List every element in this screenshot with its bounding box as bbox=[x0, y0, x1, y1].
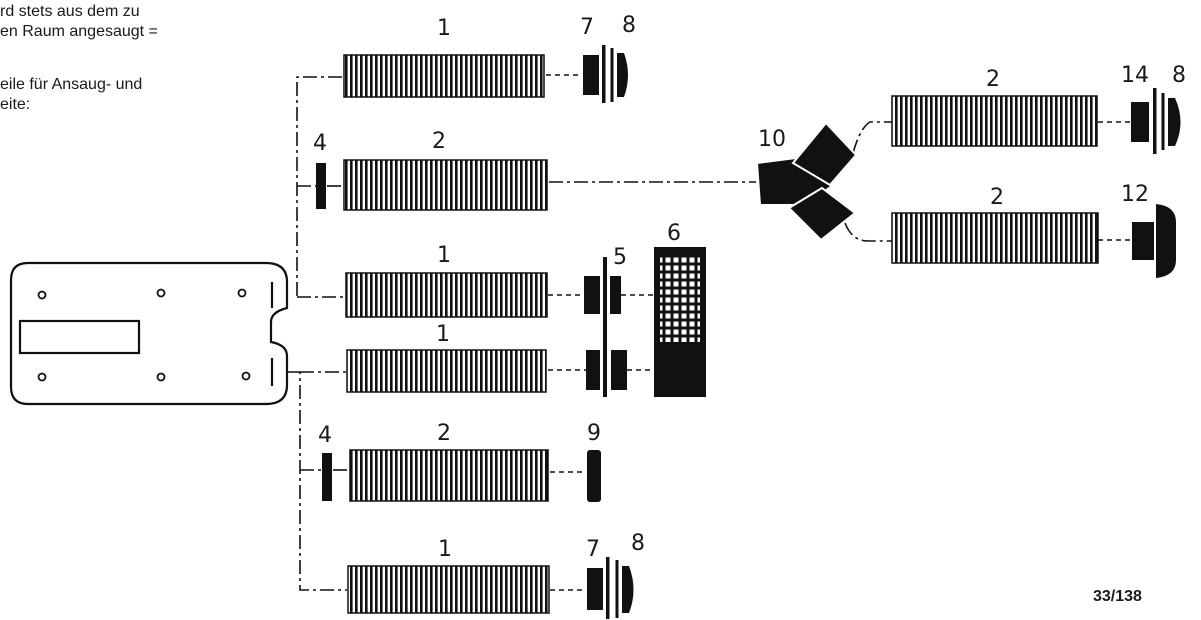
intro-line-2: en Raum angesaugt = bbox=[0, 23, 158, 40]
cap-12 bbox=[1132, 204, 1176, 278]
connector-5 bbox=[584, 257, 627, 397]
label-cap-12: 12 bbox=[1121, 182, 1149, 207]
cap-7-upper bbox=[583, 45, 606, 103]
figure-reference: 33/138 bbox=[1093, 588, 1142, 605]
label-hose-lower-2: 2 bbox=[437, 421, 451, 446]
hose-lower-2 bbox=[349, 449, 549, 502]
intro-line-3: eile für Ansaug- und bbox=[0, 76, 143, 93]
plug-8-lower bbox=[615, 560, 634, 618]
hose-upper-1 bbox=[343, 54, 545, 98]
reducer-4-upper bbox=[316, 163, 326, 209]
y-piece-10 bbox=[755, 121, 858, 242]
label-nozzle-6: 6 bbox=[667, 221, 681, 246]
label-hose-right-2b: 2 bbox=[990, 185, 1004, 210]
label-reducer-4-upper: 4 bbox=[313, 131, 327, 156]
hose-lower-1 bbox=[347, 565, 550, 614]
hose-upper-2 bbox=[343, 159, 548, 211]
hose-right-2b bbox=[891, 212, 1099, 264]
label-hose-mid-1a: 1 bbox=[437, 243, 451, 268]
nozzle-6 bbox=[654, 247, 706, 397]
label-hose-lower-1: 1 bbox=[438, 537, 452, 562]
connection-lines bbox=[288, 76, 892, 591]
vacuum-body bbox=[9, 261, 289, 406]
reducer-4-lower bbox=[322, 453, 332, 501]
label-y-piece-10: 10 bbox=[758, 127, 786, 152]
label-hose-upper-2: 2 bbox=[432, 129, 446, 154]
hose-mid-1b bbox=[346, 349, 547, 393]
cap-7-lower bbox=[587, 557, 610, 619]
label-reducer-4-lower: 4 bbox=[318, 423, 332, 448]
label-plug-8-right: 8 bbox=[1172, 63, 1186, 88]
plug-8-right bbox=[1161, 93, 1181, 150]
label-cap-7-upper: 7 bbox=[580, 15, 594, 40]
plug-9 bbox=[587, 450, 601, 502]
label-cap-7-lower: 7 bbox=[586, 537, 600, 562]
short-dashes bbox=[546, 74, 1130, 591]
label-hose-mid-1b: 1 bbox=[436, 322, 450, 347]
vacuum-screws bbox=[37, 288, 251, 382]
label-plug-8-lower: 8 bbox=[631, 531, 645, 556]
label-hose-upper-1: 1 bbox=[437, 16, 451, 41]
label-cap-14: 14 bbox=[1121, 63, 1149, 88]
intro-line-4: eite: bbox=[0, 96, 31, 113]
cap-14 bbox=[1131, 88, 1157, 154]
hoses bbox=[343, 54, 1099, 614]
label-connector-5: 5 bbox=[613, 245, 627, 270]
label-hose-right-2a: 2 bbox=[986, 67, 1000, 92]
hose-right-2a bbox=[891, 95, 1098, 147]
intro-line-1: rd stets aus dem zu bbox=[0, 3, 140, 20]
label-plug-8-upper: 8 bbox=[622, 13, 636, 38]
label-plug-9: 9 bbox=[587, 421, 601, 446]
number-labels: 1 7 8 4 2 1 5 6 1 4 2 9 1 7 8 10 2 2 14 … bbox=[313, 13, 1186, 562]
hose-mid-1a bbox=[345, 272, 548, 318]
plug-8-upper bbox=[610, 48, 628, 102]
